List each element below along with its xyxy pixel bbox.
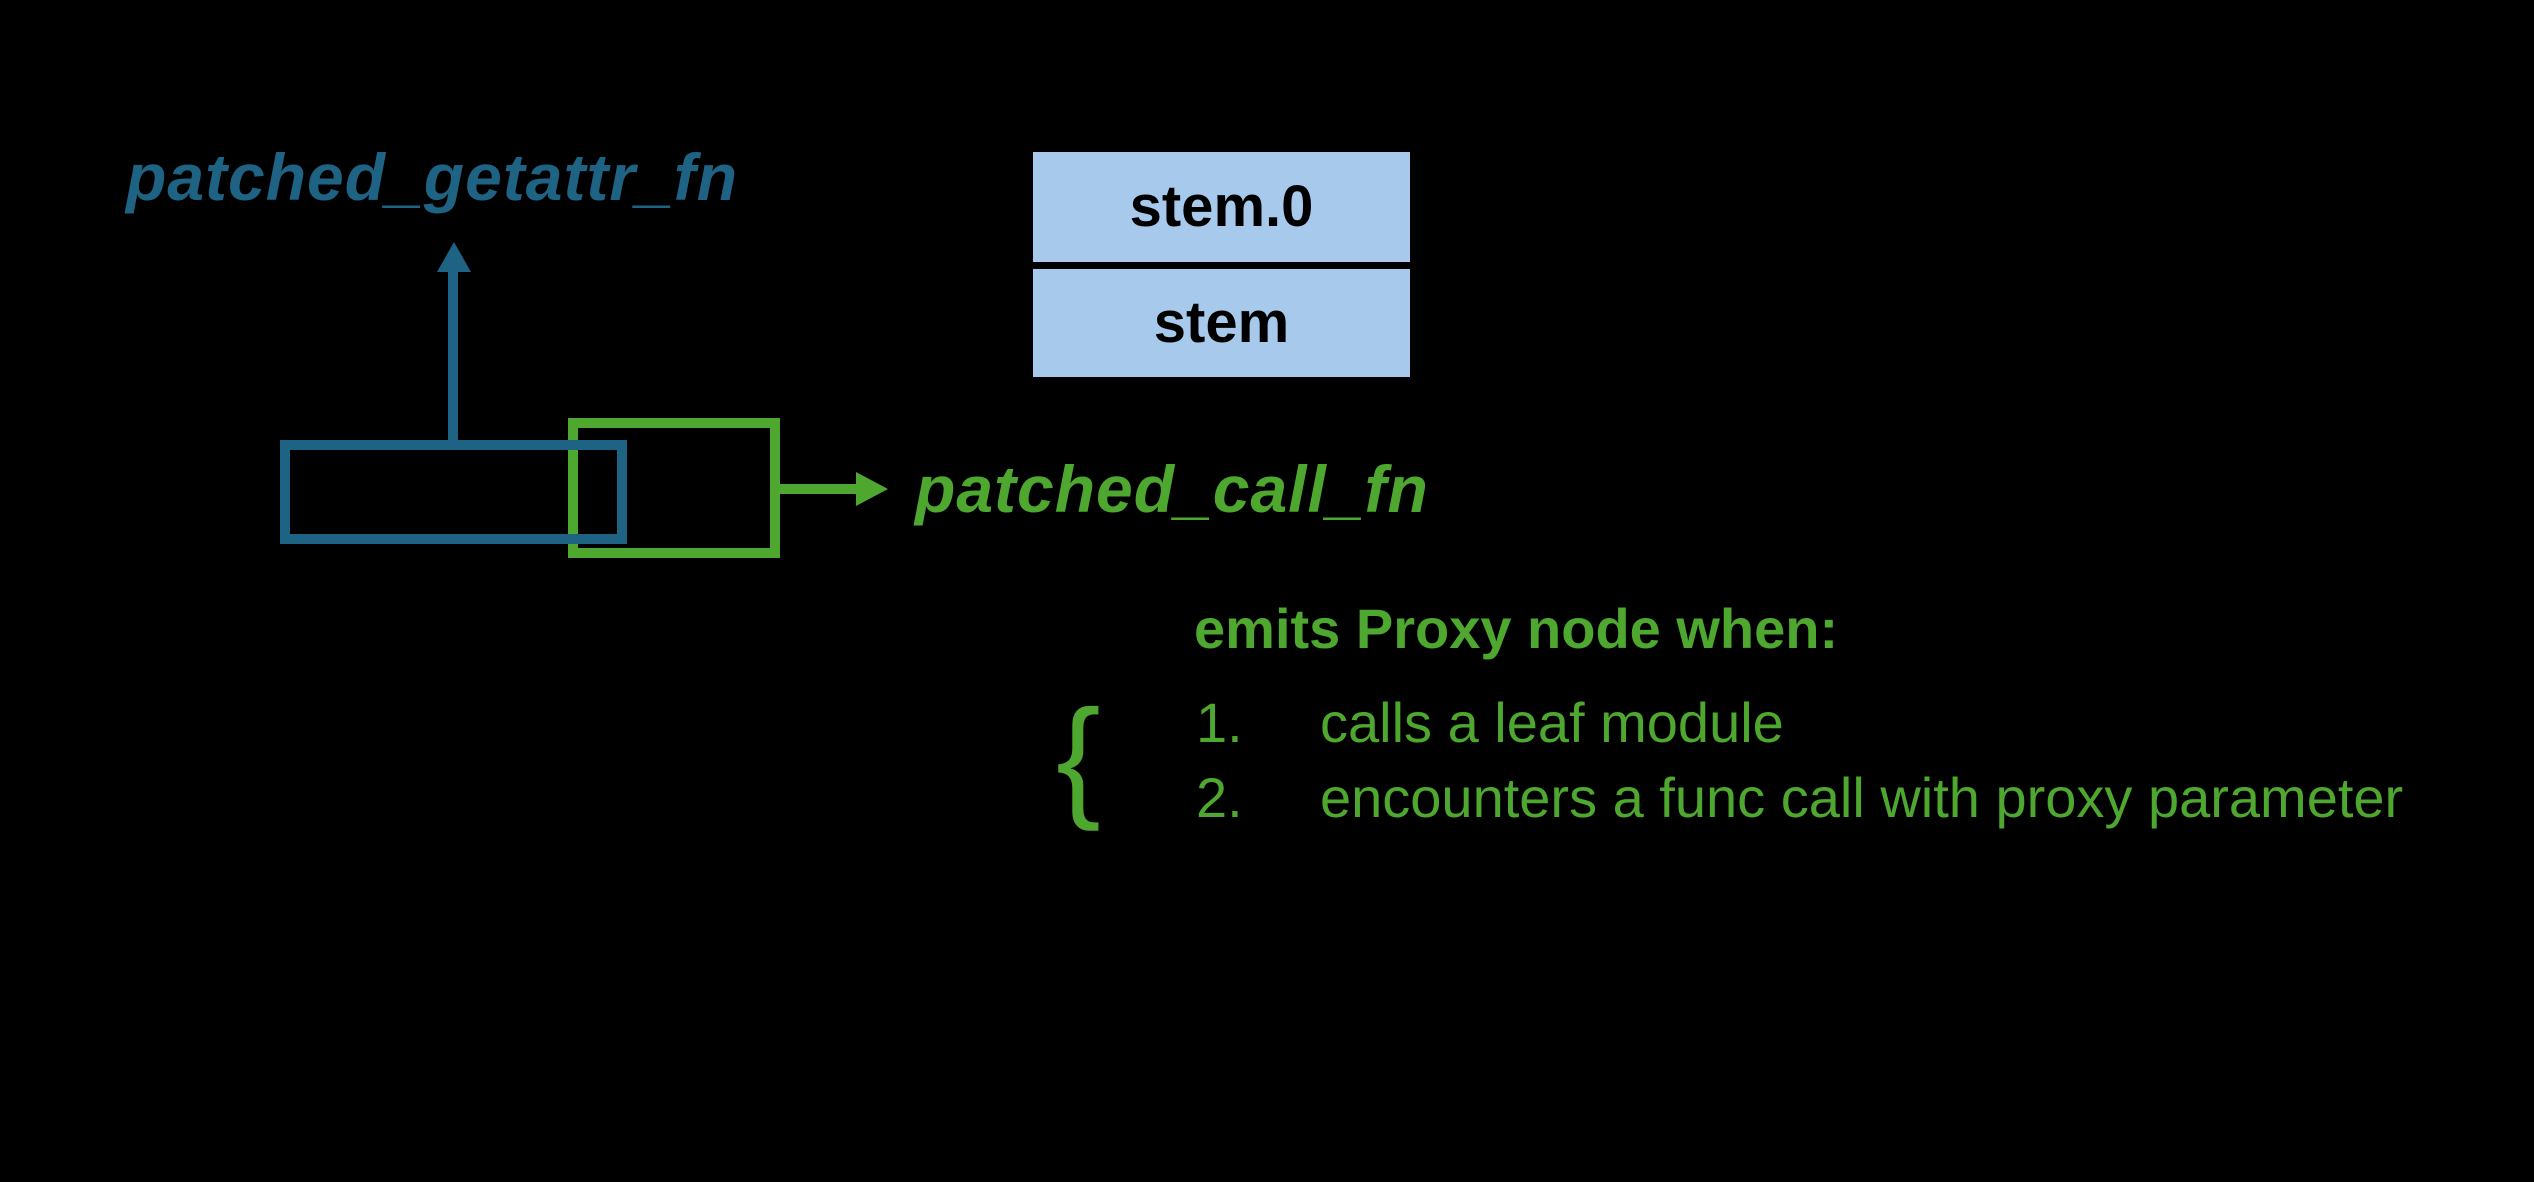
list-item: 1. calls a leaf module (1196, 691, 2403, 754)
list-item-number: 1. (1196, 691, 1243, 754)
list-item-text: calls a leaf module (1320, 691, 1784, 754)
proxy-conditions-list: 1. calls a leaf module 2. encounters a f… (1196, 691, 2404, 829)
patched-getattr-fn-label: patched_getattr_fn (126, 140, 739, 214)
stem-table: stem.0 stem (1033, 152, 1410, 377)
table-cell-stem: stem (1033, 269, 1410, 377)
list-item: 2. encounters a func call with proxy par… (1196, 765, 2404, 829)
up-arrow-head-icon (437, 242, 471, 272)
green-proxy-box (568, 418, 780, 558)
blue-module-box (280, 440, 627, 544)
list-item-text: encounters a func call with proxy parame… (1320, 765, 2404, 829)
list-item-number: 2. (1196, 765, 1243, 829)
table-cell-stem0: stem.0 (1033, 152, 1410, 262)
right-arrow-head-icon (856, 472, 888, 506)
curly-brace-icon: { (1056, 683, 1101, 832)
emits-proxy-heading: emits Proxy node when: (1194, 597, 1839, 660)
up-arrow-line (448, 268, 458, 444)
right-arrow-line (778, 484, 858, 494)
patched-call-fn-label: patched_call_fn (915, 452, 1429, 526)
